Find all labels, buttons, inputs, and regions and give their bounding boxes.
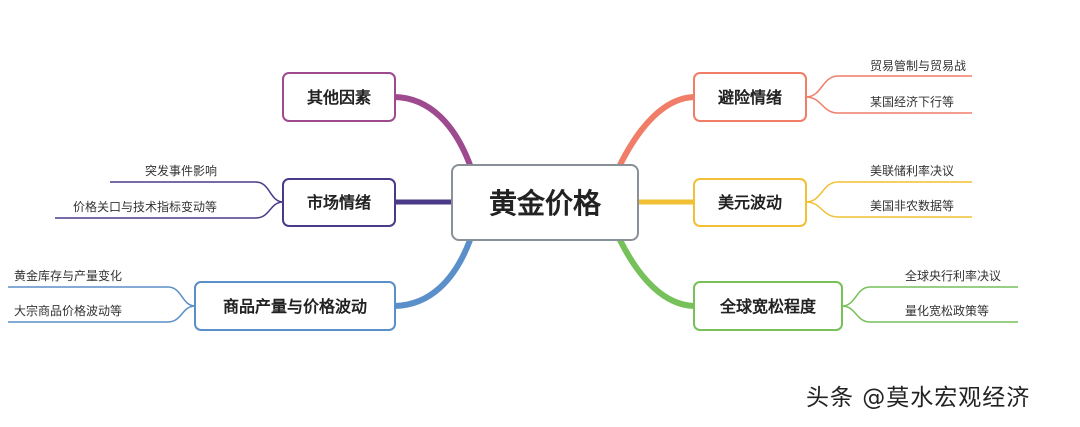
- node-commodity-label: 商品产量与价格波动: [223, 297, 367, 316]
- leaf-line-loose-2: [841, 305, 1018, 323]
- leaf-line-usd-2: [805, 201, 972, 218]
- leaf-line-usd-1: [805, 181, 972, 203]
- leaf-line-commodity-2: [8, 305, 196, 323]
- leaf-market-1: 突发事件影响: [145, 163, 217, 178]
- leaf-line-loose-1: [841, 286, 1018, 307]
- node-usd: [693, 178, 807, 227]
- node-usd-label: 美元波动: [718, 193, 782, 212]
- watermark: 头条 @莫水宏观经济: [806, 385, 1031, 411]
- connector-other: [392, 94, 473, 168]
- leaf-line-market-2: [55, 201, 284, 219]
- leaf-usd-2: 美国非农数据等: [870, 198, 954, 213]
- leaf-loose-2: 量化宽松政策等: [905, 303, 989, 318]
- node-market-label: 市场情绪: [307, 193, 371, 212]
- node-loose-label: 全球宽松程度: [719, 297, 817, 316]
- leaf-commodity-2: 大宗商品价格波动等: [14, 303, 122, 318]
- center-label: 黄金价格: [489, 187, 602, 220]
- leaf-market-2: 价格关口与技术指标变动等: [73, 199, 217, 214]
- node-commodity: [194, 281, 396, 331]
- connector-loose: [617, 237, 697, 309]
- leaf-loose-1: 全球央行利率决议: [905, 268, 1001, 283]
- leaf-hedge-1: 贸易管制与贸易战: [870, 58, 966, 73]
- leaf-line-commodity-1: [8, 286, 196, 307]
- leaf-usd-1: 美联储利率决议: [870, 163, 954, 178]
- node-loose: [693, 281, 843, 331]
- node-hedge: [693, 72, 807, 122]
- leaf-hedge-2: 某国经济下行等: [870, 94, 954, 109]
- node-other-label: 其他因素: [307, 88, 371, 107]
- node-other: [282, 72, 396, 122]
- leaf-line-hedge-2: [805, 96, 972, 114]
- leaf-commodity-1: 黄金库存与产量变化: [14, 268, 122, 283]
- connector-commodity: [392, 237, 473, 309]
- node-market: [282, 178, 396, 227]
- center-node: [451, 164, 639, 241]
- node-hedge-label: 避险情绪: [718, 88, 782, 107]
- leaf-line-hedge-1: [805, 75, 972, 98]
- leaf-line-market-1: [110, 181, 284, 203]
- connector-hedge: [617, 94, 697, 168]
